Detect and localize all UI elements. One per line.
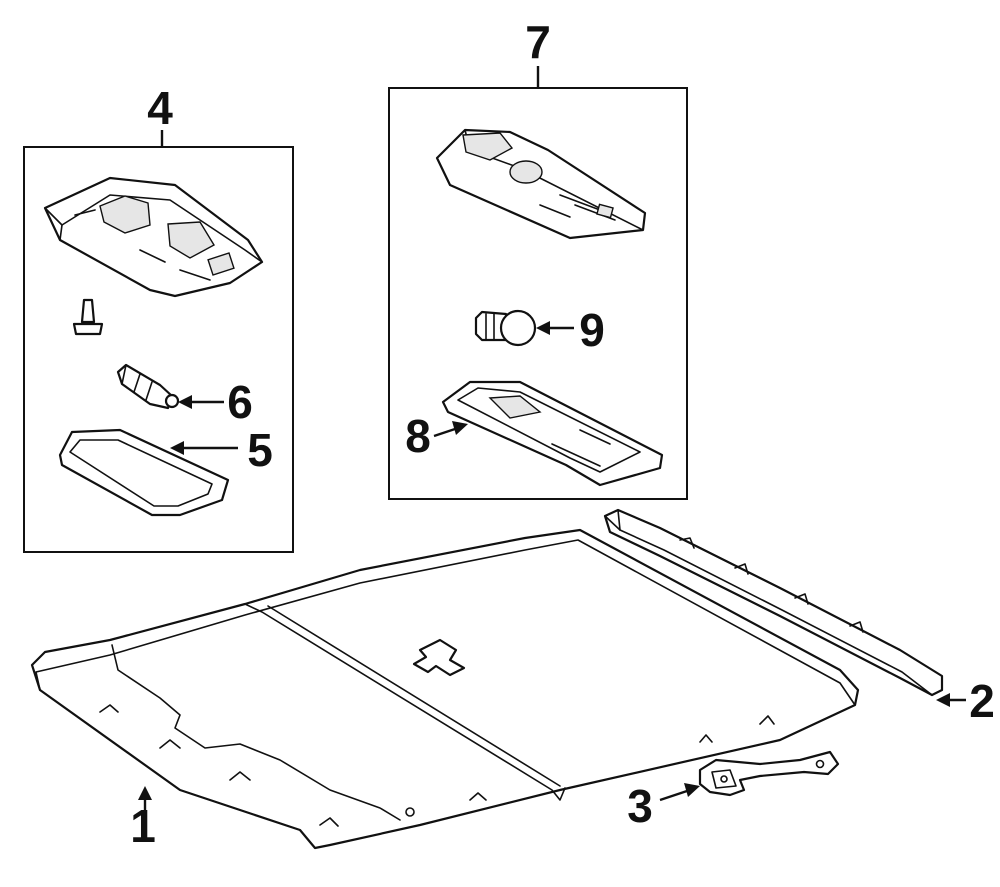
callout-5: 5 <box>247 424 273 476</box>
callout-6: 6 <box>227 376 253 428</box>
leader-5 <box>170 441 238 455</box>
leader-8 <box>433 421 468 438</box>
bulb-6 <box>116 363 180 410</box>
leader-9 <box>536 321 574 335</box>
room-lamp-housing <box>435 128 647 240</box>
callout-4: 4 <box>147 82 173 134</box>
callout-7: 7 <box>525 16 551 68</box>
callout-3: 3 <box>627 780 653 832</box>
leader-6 <box>178 395 224 409</box>
callout-1: 1 <box>130 800 156 852</box>
headliner-1 <box>30 528 860 850</box>
mounting-clip <box>72 298 104 336</box>
leader-3 <box>659 783 700 802</box>
lens-5 <box>58 428 230 517</box>
callout-2: 2 <box>969 675 995 727</box>
leader-2 <box>936 693 966 707</box>
dome-lamp-housing <box>43 176 264 298</box>
group-4-box <box>23 130 294 553</box>
group-7-box <box>388 66 688 500</box>
lens-8 <box>441 380 664 487</box>
callout-9: 9 <box>579 304 605 356</box>
roof-rail-2 <box>603 508 944 697</box>
leader-1 <box>138 786 152 830</box>
bulb-9 <box>474 309 537 347</box>
bracket-3 <box>698 750 840 797</box>
callout-8: 8 <box>405 410 431 462</box>
